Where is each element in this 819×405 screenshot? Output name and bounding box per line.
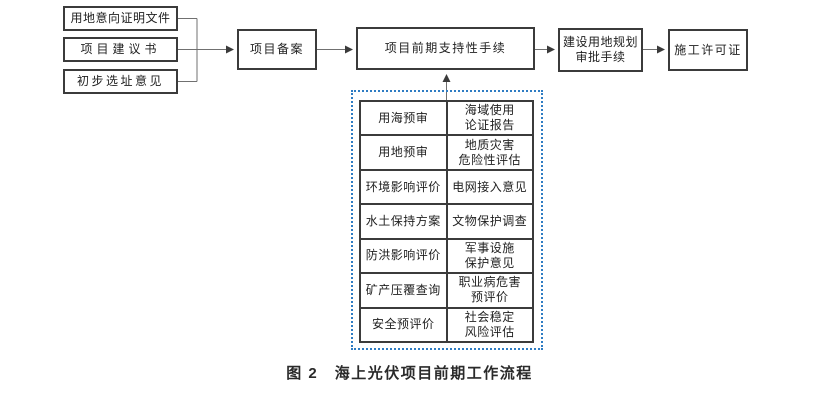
support-cell-left: 环境影响评价 [361,170,448,204]
table-row: 用海预审 海域使用 论证报告 [361,102,532,135]
table-row: 水土保持方案 文物保护调查 [361,203,532,238]
table-row: 防洪影响评价 军事设施 保护意见 [361,237,532,273]
table-row: 用地预审 地质灾害 危险性评估 [361,134,532,169]
table-row: 矿产压覆查询 职业病危害 预评价 [361,272,532,307]
support-cell-right: 社会稳定 风险评估 [464,309,515,339]
step-box-label: 施工许可证 [674,42,742,57]
support-cell-left: 防洪影响评价 [361,239,448,273]
input-box-preliminary-site-opinion: 初步选址意见 [63,69,178,94]
step-box-project-filing: 项目备案 [237,29,317,70]
step-box-construction-permit: 施工许可证 [668,29,748,71]
support-cell-left: 用海预审 [361,102,448,135]
step-box-label: 项目备案 [249,42,304,56]
figure-caption: 图 2 海上光伏项目前期工作流程 [286,365,533,382]
step-box-preliminary-support-procedures: 项目前期支持性手续 [356,27,535,70]
step-box-construction-land-planning-approval: 建设用地规划 审批手续 [558,28,643,72]
support-cell-right: 电网接入意见 [452,179,528,194]
support-cell-left: 水土保持方案 [361,205,448,238]
support-cell-right: 海域使用 论证报告 [464,103,515,133]
support-cell-right: 文物保护调查 [452,213,528,228]
step-box-label: 建设用地规划 审批手续 [562,35,638,64]
step-box-label: 项目前期支持性手续 [384,41,507,55]
support-procedures-table: 用海预审 海域使用 论证报告 用地预审 地质灾害 危险性评估 环境影响评价 电网… [359,100,534,343]
support-cell-left: 安全预评价 [361,308,448,341]
table-row: 环境影响评价 电网接入意见 [361,168,532,204]
input-box-land-intent-certificate: 用地意向证明文件 [63,6,178,31]
support-cell-left: 用地预审 [361,136,448,169]
support-cell-right: 地质灾害 危险性评估 [458,137,521,167]
support-procedures-panel [351,90,543,350]
input-box-project-proposal: 项目建议书 [63,37,178,62]
table-row: 安全预评价 社会稳定 风险评估 [361,306,532,341]
support-cell-right: 军事设施 保护意见 [464,240,515,270]
support-cell-left: 矿产压覆查询 [361,274,448,307]
input-box-label: 项目建议书 [80,42,161,56]
input-box-label: 用地意向证明文件 [70,11,171,25]
input-box-label: 初步选址意见 [76,74,164,88]
support-cell-right: 职业病危害 预评价 [458,275,521,305]
